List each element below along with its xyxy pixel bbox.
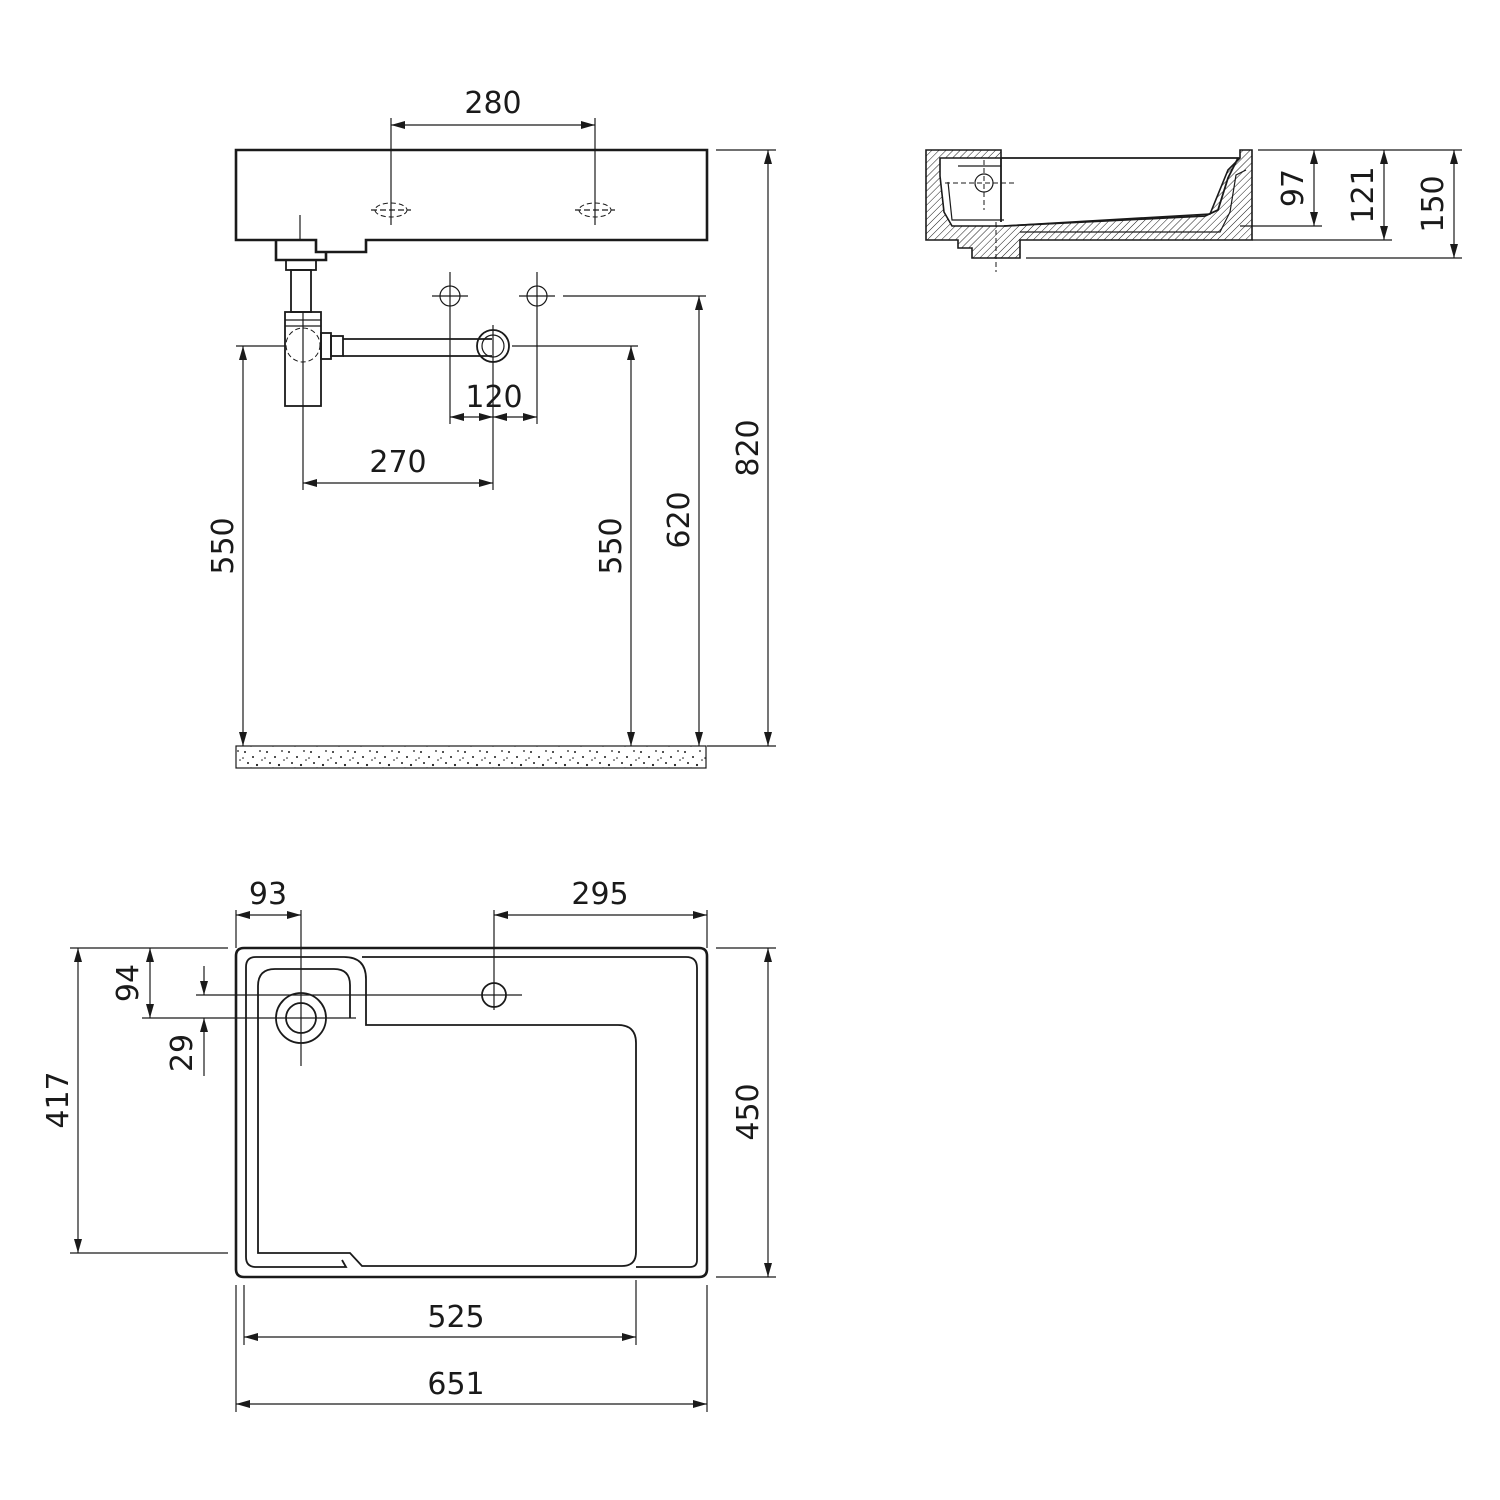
- dim-total-height: 820: [707, 149, 776, 747]
- dim-side-depth-inner: 97: [1240, 149, 1322, 227]
- dim-trap-to-wall-label: 270: [369, 445, 426, 480]
- top-basin-rim: [256, 956, 637, 1267]
- dim-trap-height-left-label: 550: [206, 517, 241, 574]
- dim-tap-from-right-label: 295: [571, 877, 628, 912]
- dim-trap-height-right: 550: [594, 346, 635, 746]
- front-tap-hole-right: [575, 118, 615, 225]
- drain-hole: [142, 910, 356, 1066]
- dim-trap-height-left: 550: [206, 346, 247, 746]
- dim-total-width-label: 651: [427, 1367, 484, 1402]
- front-basin-outline: [234, 148, 709, 254]
- dim-outlet-spacing-label: 120: [465, 380, 522, 415]
- front-tap-hole-left: [371, 118, 411, 225]
- dim-side-depth-inner-label: 97: [1276, 169, 1311, 207]
- dim-total-width: 651: [235, 1285, 708, 1412]
- dim-total-height-label: 820: [731, 419, 766, 476]
- dim-basin-width-label: 525: [427, 1300, 484, 1335]
- side-section-view: 97 121 150: [925, 149, 1462, 272]
- dim-tap-spacing-label: 280: [464, 86, 521, 121]
- dim-side-depth-mid: 121: [1252, 149, 1392, 241]
- dim-total-depth-label: 450: [731, 1083, 766, 1140]
- dim-drain-offset-label: 29: [165, 1034, 200, 1072]
- top-view: 93 295 94 29: [41, 877, 776, 1412]
- dim-outlet-spacing: 120: [450, 380, 537, 421]
- dim-total-depth: 450: [716, 947, 776, 1278]
- dim-drain-from-left-label: 93: [249, 877, 287, 912]
- bottle-trap: [284, 259, 510, 490]
- top-basin-outline: [234, 946, 709, 1279]
- floor-hatch: [235, 745, 707, 769]
- dim-tap-pipe-height-label: 620: [662, 491, 697, 548]
- side-section-shell: [925, 149, 1253, 259]
- front-outlet-collar: [274, 240, 328, 262]
- dim-tap-spacing: 280: [391, 86, 595, 129]
- dim-trap-height-right-label: 550: [594, 517, 629, 574]
- dim-side-depth-total: 150: [1026, 149, 1462, 259]
- tap-hole: [196, 910, 522, 1010]
- dim-side-depth-total-label: 150: [1416, 175, 1451, 232]
- front-view: 280 120 270 550 55: [206, 86, 776, 769]
- dim-basin-depth-label: 417: [41, 1071, 76, 1128]
- dim-basin-depth: 417: [41, 947, 228, 1254]
- dim-drain-from-left: 93: [235, 877, 301, 948]
- dim-tap-from-right: 295: [494, 877, 708, 948]
- dim-side-depth-mid-label: 121: [1346, 166, 1381, 223]
- dim-trap-to-wall: 270: [303, 445, 493, 487]
- dim-drain-from-back: 94: [111, 947, 228, 1018]
- dim-tap-pipe-height: 620: [662, 296, 703, 746]
- wall-connection-markers: [236, 272, 706, 490]
- dim-drain-from-back-label: 94: [111, 964, 146, 1002]
- dim-drain-offset: 29: [165, 966, 208, 1076]
- dim-basin-width: 525: [243, 1280, 637, 1345]
